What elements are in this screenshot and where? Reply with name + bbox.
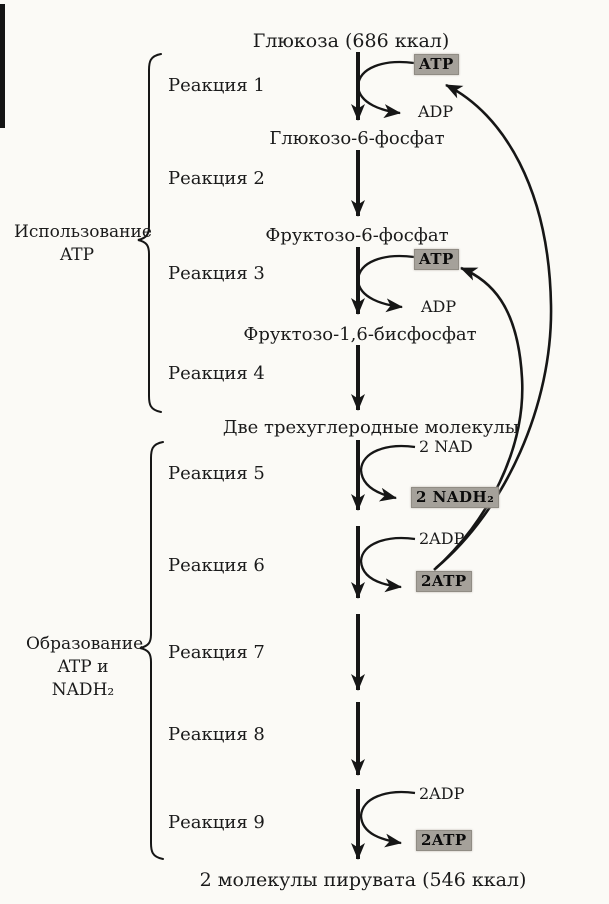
node-fructose6p: Фруктозо-6-фосфат xyxy=(265,225,449,246)
reaction-label-5: Реакция 5 xyxy=(168,463,265,484)
node-glucose: Глюкоза (686 ккал) xyxy=(252,30,450,52)
cofactor-adp-r3: ADP xyxy=(421,297,457,316)
cofactor-box-atp-r3: ATP xyxy=(414,249,459,270)
group-use-line2: ATP xyxy=(59,244,95,265)
cofactor-box-nadh2-r5: 2 NADH₂ xyxy=(411,487,500,508)
cofactor-curve-r1-atp-adp xyxy=(356,60,415,119)
cofactor-adp-r9: 2ADP xyxy=(419,784,465,803)
cofactor-nad-r5: 2 NAD xyxy=(419,437,473,456)
group-label-use-atp: Использование ATP xyxy=(14,221,152,267)
cofactor-curve-r9-adp-atp xyxy=(359,790,416,848)
group-use-line1: Использование xyxy=(14,222,152,242)
reaction-label-4: Реакция 4 xyxy=(168,363,265,384)
node-pyruvate: 2 молекулы пирувата (546 ккал) xyxy=(199,869,527,891)
group-form-line1: Образование xyxy=(26,634,144,654)
reaction-label-3: Реакция 3 xyxy=(168,263,265,284)
brace-form-atp xyxy=(139,441,164,860)
scan-artifact-bar xyxy=(0,4,5,128)
reaction-label-7: Реакция 7 xyxy=(168,642,265,663)
node-triose: Две трехуглеродные молекулы xyxy=(222,417,520,438)
group-form-line2: ATP и NADH₂ xyxy=(51,656,115,700)
cofactor-box-2atp-r9: 2ATP xyxy=(416,830,472,851)
cofactor-curve-r6-adp-atp xyxy=(359,536,416,593)
reaction-label-9: Реакция 9 xyxy=(168,812,265,833)
reaction-label-2: Реакция 2 xyxy=(168,168,265,189)
cofactor-box-atp-r1: ATP xyxy=(414,54,459,75)
cofactor-curve-r5-nad-nadh2 xyxy=(359,444,416,502)
cofactor-curve-r3-atp-adp xyxy=(356,254,415,313)
cofactor-adp-r6: 2ADP xyxy=(419,529,465,548)
node-fructose16bp: Фруктозо-1,6-бисфосфат xyxy=(243,324,477,345)
reaction-label-6: Реакция 6 xyxy=(168,555,265,576)
cofactor-adp-r1: ADP xyxy=(418,102,454,121)
brace-use-atp xyxy=(137,53,162,413)
reaction-label-1: Реакция 1 xyxy=(168,75,265,96)
feedback-arrow-r6-to-r3-atp xyxy=(433,266,524,571)
group-label-form-atp: Образование ATP и NADH₂ xyxy=(26,633,144,702)
reaction-label-8: Реакция 8 xyxy=(168,724,265,745)
node-glucose6p: Глюкозо-6-фосфат xyxy=(269,128,445,149)
cofactor-box-2atp-r6: 2ATP xyxy=(416,571,472,592)
